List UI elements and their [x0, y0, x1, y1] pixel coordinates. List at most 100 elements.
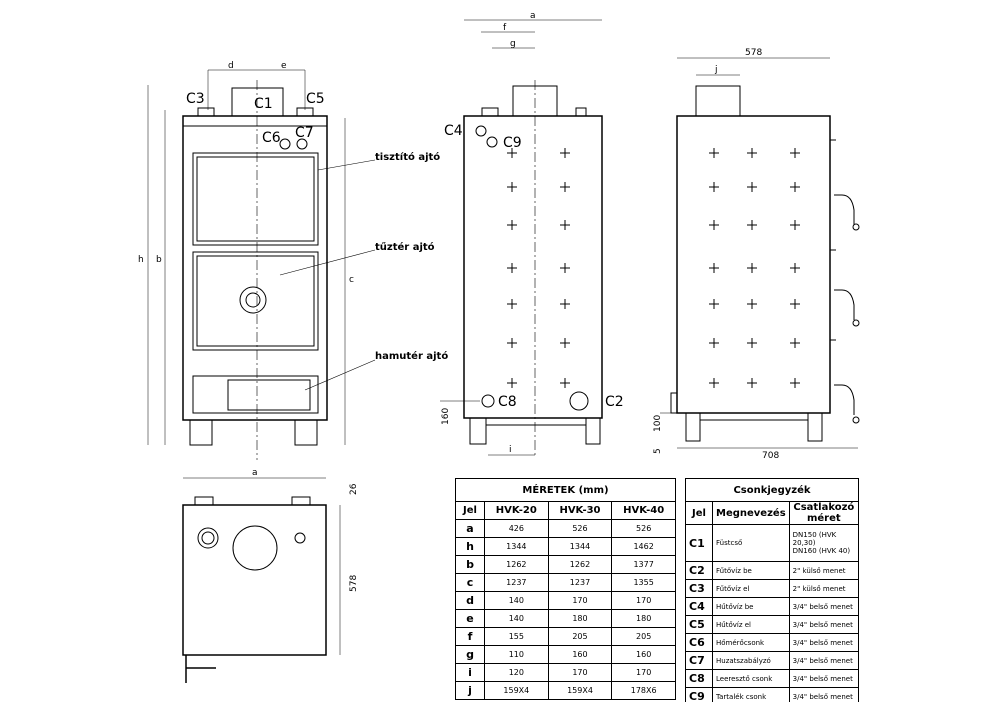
dim-160: 160: [441, 408, 451, 425]
dim-c: c: [349, 275, 354, 285]
row-key: C8: [685, 669, 713, 688]
cross-mark: [507, 299, 517, 309]
connection-size-line: 3/4" belső menet: [792, 638, 853, 647]
table-cell: 120: [484, 663, 549, 682]
dim-f: f: [503, 23, 507, 33]
table-cell: 180: [611, 609, 676, 628]
row-key: h: [455, 537, 485, 556]
cleaning-door: [192, 152, 319, 246]
table-cell: 159X4: [547, 681, 613, 700]
row-key: i: [455, 663, 485, 682]
connection-size: 3/4" belső menet: [788, 669, 860, 688]
dim-a-top: a: [252, 468, 258, 478]
connection-size: 3/4" belső menet: [788, 615, 860, 634]
dim-100: 100: [653, 415, 663, 432]
cross-mark: [790, 263, 800, 273]
cross-mark: [709, 182, 719, 192]
dim-b: b: [156, 255, 162, 265]
column-header: Megnevezés: [712, 501, 790, 525]
cross-mark: [747, 182, 757, 192]
cross-mark: [507, 182, 517, 192]
cross-mark: [507, 263, 517, 273]
table-cell: 160: [611, 645, 676, 664]
table-cell: 155: [484, 627, 549, 646]
label-c3: C3: [186, 91, 205, 107]
row-key: C3: [685, 579, 713, 598]
firebox-door: [192, 251, 319, 351]
row-key: a: [455, 519, 485, 538]
rear-view: 578 j 708 100 5: [653, 48, 860, 461]
column-header: Jel: [685, 501, 713, 525]
label-c8: C8: [498, 394, 517, 410]
dimensions-table-title: MÉRETEK (mm): [455, 478, 676, 502]
row-key: C4: [685, 597, 713, 616]
side-view: a f g i 160 C4 C9 C8 C2: [440, 11, 624, 456]
column-header: HVK-30: [547, 501, 613, 520]
table-cell: 170: [547, 663, 613, 682]
row-key: C1: [685, 524, 713, 562]
connection-size: 2" külső menet: [788, 579, 860, 598]
cross-mark: [747, 299, 757, 309]
column-header: Csatlakozó méret: [788, 501, 860, 525]
dim-d: d: [228, 61, 234, 71]
dim-708: 708: [762, 451, 779, 461]
cross-mark: [709, 299, 719, 309]
connection-name: Tartalék csonk: [712, 687, 790, 702]
table-cell: 1237: [547, 573, 613, 592]
row-key: e: [455, 609, 485, 628]
row-key: C2: [685, 561, 713, 580]
cross-mark: [507, 148, 517, 158]
connection-name: Leeresztő csonk: [712, 669, 790, 688]
row-key: C6: [685, 633, 713, 652]
dim-578: 578: [745, 48, 762, 58]
cross-mark: [790, 182, 800, 192]
cross-mark: [507, 220, 517, 230]
label-c5: C5: [306, 91, 325, 107]
connection-name: Hűtővíz el: [712, 615, 790, 634]
row-key: b: [455, 555, 485, 574]
table-cell: 526: [547, 519, 613, 538]
cross-mark: [790, 378, 800, 388]
connection-name: Hűtővíz be: [712, 597, 790, 616]
column-header: Jel: [455, 501, 485, 520]
cross-mark: [507, 378, 517, 388]
dim-26: 26: [349, 483, 359, 495]
callout-firebox-door: tűztér ajtó: [375, 241, 435, 253]
table-cell: 205: [547, 627, 613, 646]
table-cell: 426: [484, 519, 549, 538]
cross-mark: [507, 338, 517, 348]
cross-mark: [790, 299, 800, 309]
table-cell: 180: [547, 609, 613, 628]
column-header: HVK-20: [484, 501, 549, 520]
cross-mark: [790, 220, 800, 230]
row-key: c: [455, 573, 485, 592]
connection-size-line: 3/4" belső menet: [792, 692, 853, 701]
row-key: d: [455, 591, 485, 610]
label-c1: C1: [254, 96, 273, 112]
connections-table-title: Csonkjegyzék: [685, 478, 859, 502]
cross-mark: [560, 263, 570, 273]
connection-size: 3/4" belső menet: [788, 687, 860, 702]
dim-578-top: 578: [349, 575, 359, 592]
dim-i: i: [509, 445, 512, 455]
cross-mark: [747, 263, 757, 273]
cross-mark: [747, 220, 757, 230]
connection-size: 3/4" belső menet: [788, 651, 860, 670]
cross-mark: [747, 378, 757, 388]
connection-size: 3/4" belső menet: [788, 597, 860, 616]
connection-size: DN150 (HVK 20,30)DN160 (HVK 40): [788, 524, 860, 562]
cross-mark: [560, 148, 570, 158]
connection-name: Füstcső: [712, 524, 790, 562]
cross-mark: [560, 182, 570, 192]
